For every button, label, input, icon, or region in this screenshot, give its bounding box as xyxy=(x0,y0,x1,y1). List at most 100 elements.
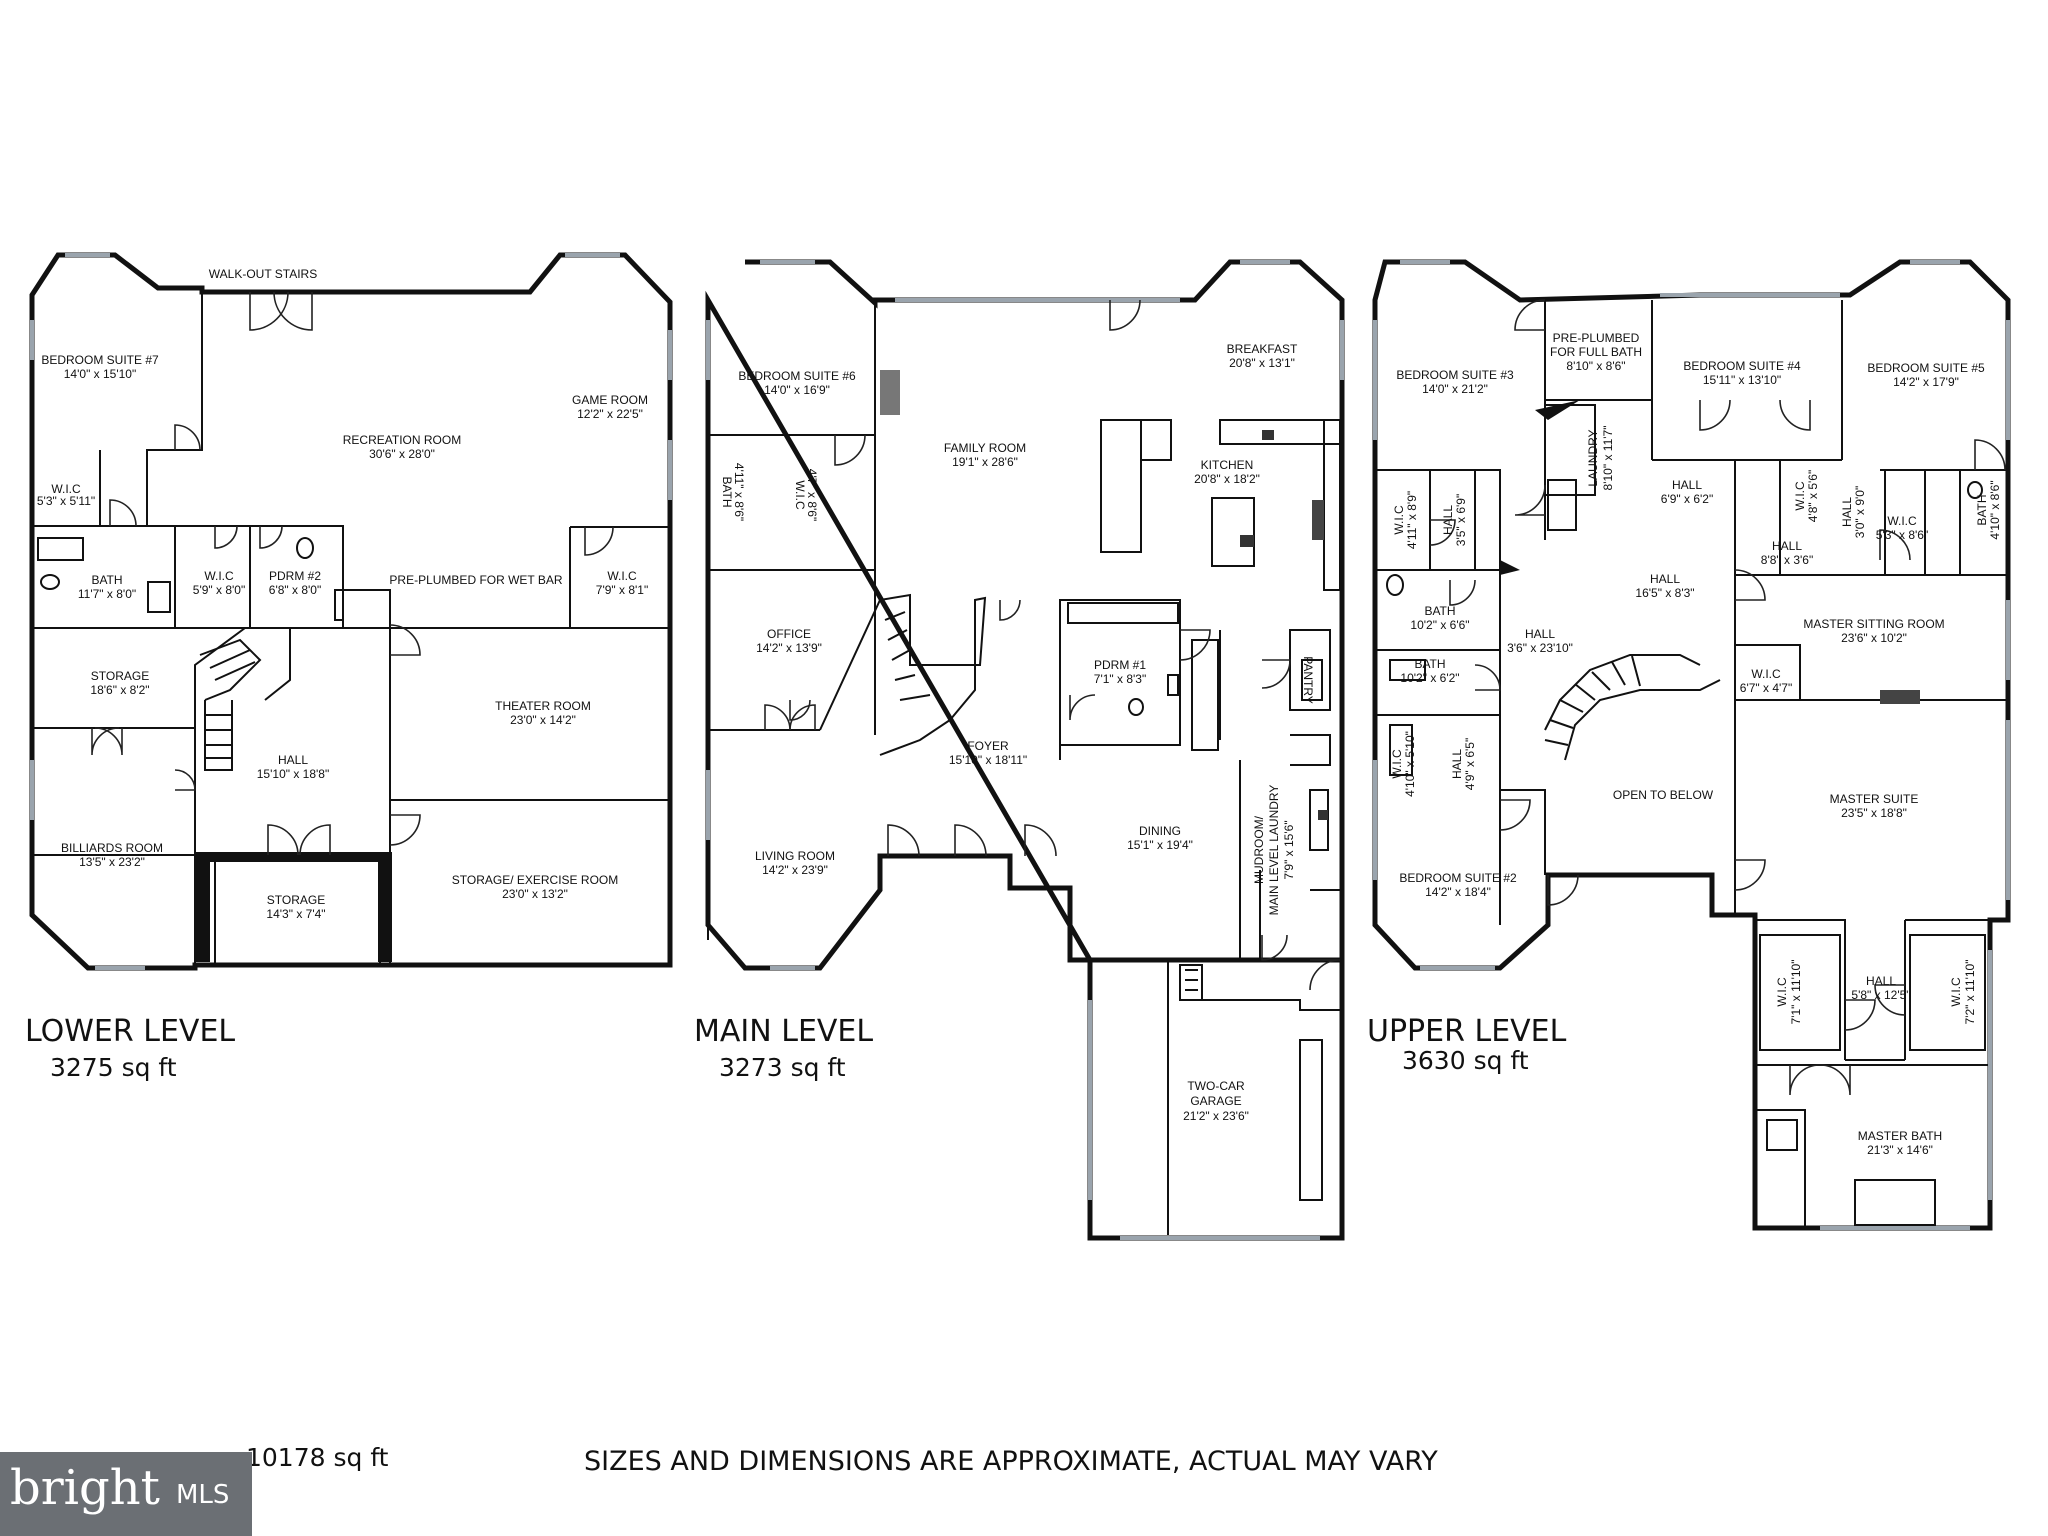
dim-storage-2: 14'3" x 7'4" xyxy=(266,907,325,921)
dim-upper-hall-2: 3'0" x 9'0" xyxy=(1853,486,1867,538)
dim-bedroom-suite-5: 14'2" x 17'9" xyxy=(1893,375,1959,389)
dim-upper-wic-5: 4'10" x 5'10" xyxy=(1403,731,1417,797)
lower-level-title: LOWER LEVEL xyxy=(25,1014,235,1049)
lower-level-plan: WALK-OUT STAIRS BEDROOM SUITE #7 14'0" x… xyxy=(29,252,673,971)
label-kitchen: KITCHEN xyxy=(1201,458,1254,472)
logo-mls-text: MLS xyxy=(176,1480,230,1510)
upper-fixtures xyxy=(1386,404,1986,1226)
dim-upper-wic-4: 6'7" x 4'7" xyxy=(1740,681,1792,695)
upper-room-labels: BEDROOM SUITE #3 14'0" x 21'2" PRE-PLUMB… xyxy=(1390,331,2002,1157)
label-bedroom-suite-5: BEDROOM SUITE #5 xyxy=(1867,361,1985,375)
upper-door-swings xyxy=(1429,299,2006,1096)
lower-stairs xyxy=(199,638,262,771)
dim-bedroom-suite-7: 14'0" x 15'10" xyxy=(64,367,137,381)
dim-bedroom-suite-6: 14'0" x 16'9" xyxy=(764,383,830,397)
dim-bedroom-suite-4: 15'11" x 13'10" xyxy=(1703,373,1781,387)
dim-upper-wic-1: 4'8" x 5'6" xyxy=(1806,470,1820,522)
dim-game-room: 12'2" x 22'5" xyxy=(577,407,643,421)
dim-lower-bath: 11'7" x 8'0" xyxy=(78,587,136,601)
label-upper-wic-6: W.I.C xyxy=(1775,977,1789,1007)
lower-fixtures xyxy=(37,537,344,621)
logo-brand-text: bright xyxy=(10,1460,160,1516)
dim-pdrm-1: 7'1" x 8'3" xyxy=(1094,672,1146,686)
label-billiards-room: BILLIARDS ROOM xyxy=(61,841,163,855)
label-upper-hall-4: HALL xyxy=(1441,505,1455,535)
dim-foyer: 15'10" x 18'11" xyxy=(949,753,1027,767)
dim-upper-bath-3: 10'2" x 6'2" xyxy=(1400,671,1459,685)
dim-pdrm-2: 6'8" x 8'0" xyxy=(269,583,321,597)
label-living-room: LIVING ROOM xyxy=(755,849,835,863)
label-bedroom-suite-6: BEDROOM SUITE #6 xyxy=(738,369,856,383)
label-master-bath: MASTER BATH xyxy=(1858,1129,1942,1143)
upper-level-sqft: 3630 sq ft xyxy=(1402,1046,1529,1075)
main-room-labels: BEDROOM SUITE #6 14'0" x 16'9" FAMILY RO… xyxy=(720,342,1315,1123)
label-upper-wic-1: W.I.C xyxy=(1793,481,1807,511)
lower-door-swings xyxy=(91,291,614,856)
label-mudroom: MUDROOM/ xyxy=(1252,815,1266,884)
dim-pre-plumbed-bath: 8'10" x 8'6" xyxy=(1566,359,1625,373)
label-open-to-below: OPEN TO BELOW xyxy=(1613,788,1714,802)
dim-upper-wic-6: 7'1" x 11'10" xyxy=(1789,960,1803,1025)
dim-upper-wic-2: 5'3" x 8'6" xyxy=(1876,528,1928,542)
label-main-wic: W.I.C xyxy=(793,480,807,510)
lower-level-sqft: 3275 sq ft xyxy=(50,1053,177,1082)
main-level-plan: BEDROOM SUITE #6 14'0" x 16'9" FAMILY RO… xyxy=(705,259,1345,1241)
label-main-laundry: MAIN LEVEL LAUNDRY xyxy=(1267,785,1281,916)
main-walls xyxy=(707,300,1342,1240)
label-pdrm-1: PDRM #1 xyxy=(1094,658,1146,672)
label-laundry: LAUNDRY xyxy=(1586,429,1600,486)
dim-garage: 21'2" x 23'6" xyxy=(1183,1109,1249,1123)
label-bedroom-suite-7: BEDROOM SUITE #7 xyxy=(41,353,159,367)
dim-upper-hall-8: 5'8" x 12'5" xyxy=(1851,988,1910,1002)
dim-master-bath: 21'3" x 14'6" xyxy=(1867,1143,1933,1157)
main-stairs xyxy=(879,593,987,756)
lower-storage-wall xyxy=(210,852,390,862)
upper-level-title: UPPER LEVEL xyxy=(1367,1014,1567,1049)
bright-mls-logo xyxy=(0,1452,252,1536)
lower-windows xyxy=(30,253,672,970)
label-dining: DINING xyxy=(1139,824,1181,838)
dim-recreation-room: 30'6" x 28'0" xyxy=(369,447,435,461)
lower-storage-wall-left xyxy=(196,852,210,962)
dim-living-room: 14'2" x 23'9" xyxy=(762,863,828,877)
label-master-sitting-room: MASTER SITTING ROOM xyxy=(1803,617,1944,631)
label-bedroom-suite-4: BEDROOM SUITE #4 xyxy=(1683,359,1801,373)
label-upper-wic-2: W.I.C xyxy=(1887,514,1917,528)
dim-upper-hall-7: 4'9" x 6'5" xyxy=(1463,738,1477,790)
label-game-room: GAME ROOM xyxy=(572,393,648,407)
label-office: OFFICE xyxy=(767,627,811,641)
upper-level-plan: BEDROOM SUITE #3 14'0" x 21'2" PRE-PLUMB… xyxy=(1372,259,2011,1231)
level-captions: LOWER LEVEL 3275 sq ft MAIN LEVEL 3273 s… xyxy=(25,1014,1567,1477)
label-lower-wic-2: W.I.C xyxy=(204,569,234,583)
dim-upper-hall-4: 3'5" x 6'9" xyxy=(1454,494,1468,546)
main-windows xyxy=(706,260,1344,1240)
label-pre-plumbed: PRE-PLUMBED xyxy=(1553,331,1640,345)
main-level-title: MAIN LEVEL xyxy=(694,1014,873,1049)
dim-upper-hall-5: 16'5" x 8'3" xyxy=(1635,586,1694,600)
dim-storage-1: 18'6" x 8'2" xyxy=(90,683,149,697)
label-upper-bath-3: BATH xyxy=(1414,657,1445,671)
label-upper-bath-2: BATH xyxy=(1424,604,1455,618)
label-upper-hall-8: HALL xyxy=(1866,974,1896,988)
lower-storage-wall-right xyxy=(378,852,392,962)
label-foyer: FOYER xyxy=(967,739,1009,753)
label-theater-room: THEATER ROOM xyxy=(495,699,591,713)
label-upper-hall-2: HALL xyxy=(1840,497,1854,527)
label-storage-1: STORAGE xyxy=(91,669,149,683)
dim-lower-wic-3: 7'9" x 8'1" xyxy=(596,583,648,597)
dim-upper-hall-6: 3'6" x 23'10" xyxy=(1507,641,1573,655)
upper-wall-notches xyxy=(1500,400,1580,575)
label-lower-bath: BATH xyxy=(91,573,122,587)
label-exercise-room: STORAGE/ EXERCISE ROOM xyxy=(452,873,618,887)
label-lower-wic-1: W.I.C xyxy=(51,482,81,496)
dim-office: 14'2" x 13'9" xyxy=(756,641,822,655)
label-pantry: PANTRY xyxy=(1301,656,1315,704)
dim-main-wic: 4'7" x 8'6" xyxy=(805,469,819,521)
label-upper-wic-3: W.I.C xyxy=(1392,505,1406,535)
label-walkout-stairs: WALK-OUT STAIRS xyxy=(209,267,317,281)
dim-master-suite: 23'5" x 18'8" xyxy=(1841,806,1907,820)
main-level-sqft: 3273 sq ft xyxy=(719,1053,846,1082)
upper-stairs xyxy=(1544,654,1721,761)
label-family-room: FAMILY ROOM xyxy=(944,441,1026,455)
